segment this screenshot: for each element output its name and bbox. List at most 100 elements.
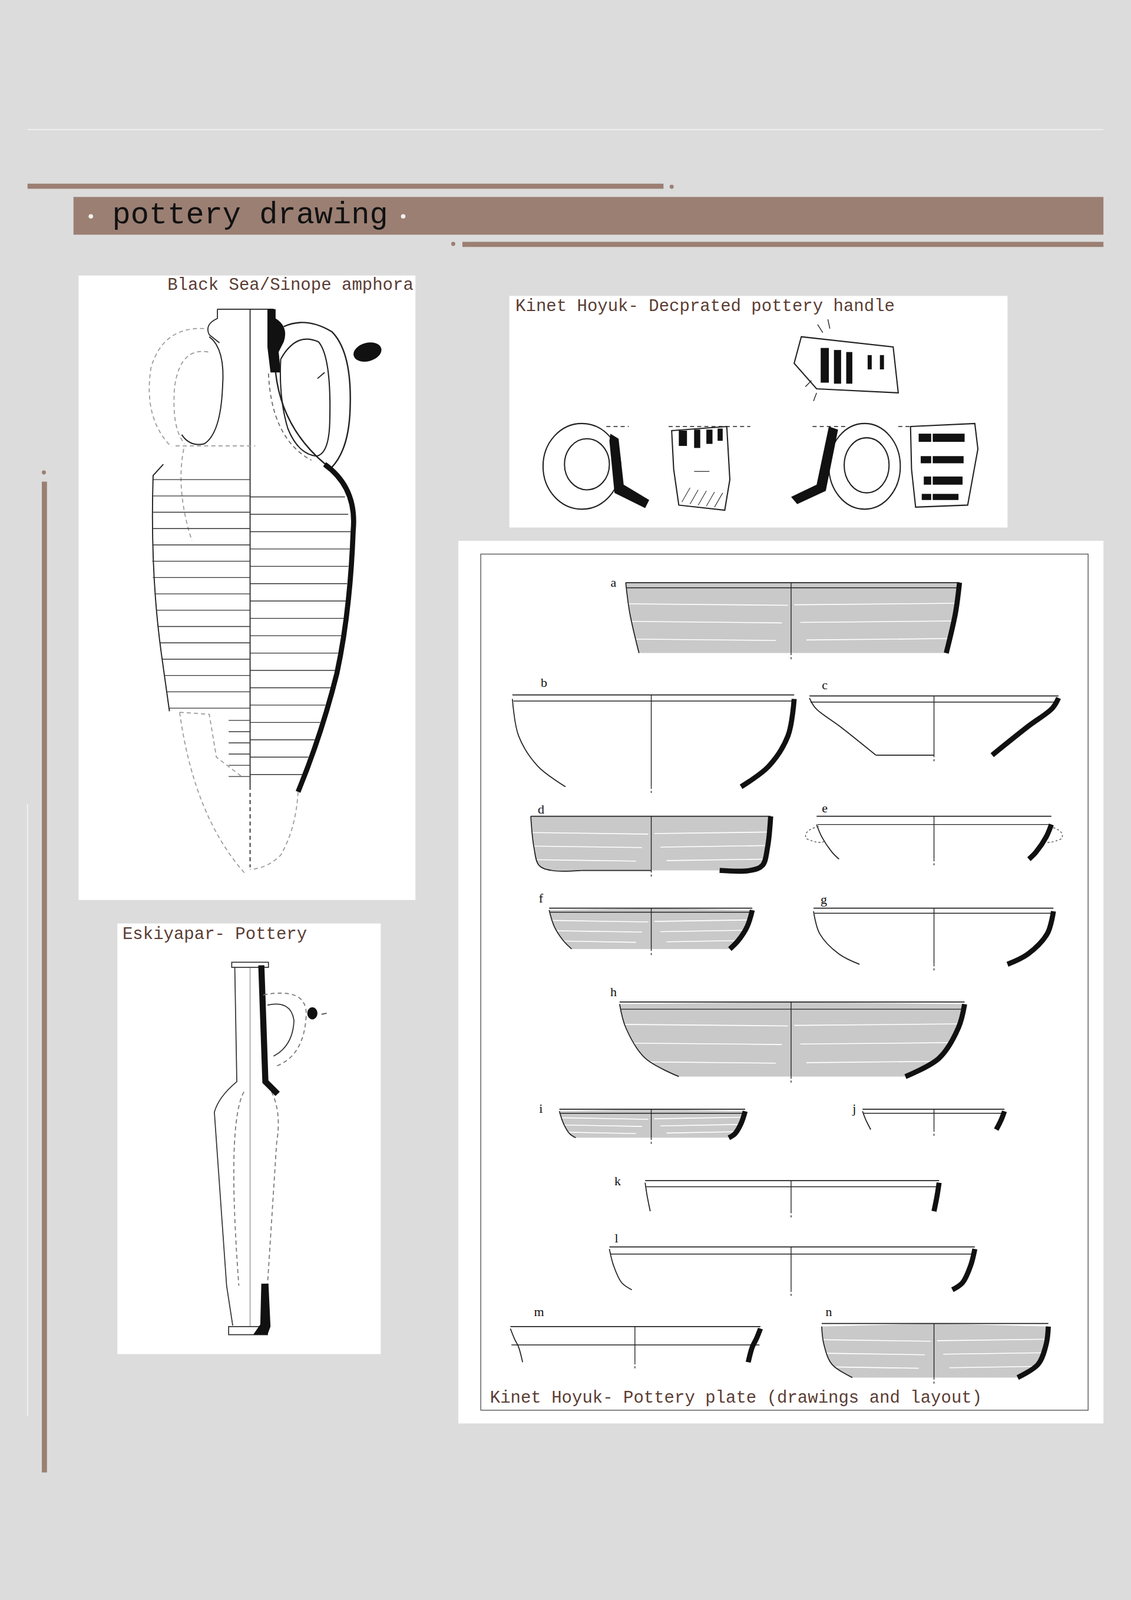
handle-drawing [706,429,713,444]
amphora-drawing [152,544,251,545]
page-decoration [451,242,456,247]
bowl-profile [559,1108,746,1110]
bowl-profile [933,1323,935,1378]
amphora-drawing [250,756,309,758]
amphora-drawing [250,600,347,602]
amphora-drawing [228,775,250,777]
eskiyapar-drawing [267,1003,294,1056]
bowl-profile [530,816,582,872]
bowl-profile [666,858,772,861]
bowl-profile [530,845,643,848]
handle-drawing [918,433,965,442]
bowl-profile [905,1003,965,1077]
amphora-drawing [228,719,250,721]
eskiyapar-drawing [214,967,237,1326]
bowl-profile [625,582,640,654]
amphora-drawing [156,609,251,611]
bowl-profile [620,1008,964,1010]
amphora-drawing [152,464,170,711]
bowl-profile [510,1326,761,1369]
eskiyapar-drawing [249,967,251,1327]
amphora-drawing [154,593,250,594]
bowl-profile [512,694,795,696]
bowl-profile [729,910,753,949]
handle-drawing [543,423,621,510]
bowl-profile [996,1110,1005,1130]
bowl-profile [650,816,652,871]
amphora-drawing [280,339,330,457]
bowl-profile [650,948,652,955]
bowl-profile [809,698,876,756]
handle-drawing [543,319,978,511]
bowl-profile [875,754,935,756]
bowl-profile [790,1180,792,1212]
amphora-drawing [250,791,299,870]
amphora-drawing [153,478,251,480]
bowl-profile [610,1253,974,1255]
amphora-drawing [181,336,223,445]
amphora-drawing [250,548,350,550]
amphora-drawing [317,372,325,379]
page-decoration [401,213,406,219]
bowl-profile [650,1137,652,1144]
bowl-profile [862,1108,1005,1110]
bowl-profile [862,1110,871,1130]
white-panel [78,275,416,901]
label-holder: j [852,1101,856,1116]
amphora-drawing [250,704,326,706]
handle-drawing [606,425,629,427]
bowl-profile [549,908,753,956]
bowl-profile [609,1248,633,1290]
white-panel [480,554,1088,1411]
bowl-profile [530,831,771,861]
bowl-profile [814,913,1053,914]
bowl-profile [933,964,935,971]
bowl-profile [626,587,959,588]
amphora-drawing [249,785,251,868]
bowl-profile [790,1211,792,1218]
page-decoration [88,213,94,219]
drawing-panel: Kinet Hoyuk- Pottery plate (drawings and… [458,540,1104,1424]
handle-drawing [813,392,817,402]
figure-letter: e [821,800,828,816]
bowl-profile [634,1361,636,1368]
bowl-profile [650,695,652,787]
label-holder: d [537,802,545,817]
amphora-drawing [152,511,250,513]
handle-drawing [867,355,872,370]
label-holder: m [533,1304,544,1319]
bowl-profile [619,1024,789,1027]
bowl-profile [609,1246,975,1248]
bowl-profile [510,1328,523,1362]
handle-drawing [817,324,823,333]
bowl-profile [559,1117,649,1120]
bowl-profile [625,621,782,624]
handle-drawing [931,428,934,506]
amphora-drawing [250,583,348,584]
bowl-profile [654,831,772,834]
eskiyapar-drawing [253,1283,271,1335]
handle-drawing [812,425,848,427]
bowl-profile [794,1023,965,1026]
amphora-drawing [250,739,316,740]
bowl-profile [619,1061,776,1064]
amphora-drawing [149,328,204,448]
panel-caption: Black Sea/Sinope amphora [167,275,414,297]
bowl-profile [821,1323,1049,1384]
bowl-profile [728,1110,746,1138]
bowl-profile [806,1060,965,1063]
amphora-drawing [275,372,327,466]
page-decoration [73,196,1104,235]
eskiyapar-drawing [233,1091,244,1286]
amphora-drawing [161,658,250,660]
bowl-profile [800,620,960,623]
figure-letter: j [852,1100,856,1116]
bowl-profile [530,832,648,835]
figure-letter: c [821,677,828,693]
eskiyapar-drawing [321,1013,327,1015]
bowl-profile [530,815,771,818]
bowl-profile [512,695,795,793]
page-decoration [41,481,48,1473]
